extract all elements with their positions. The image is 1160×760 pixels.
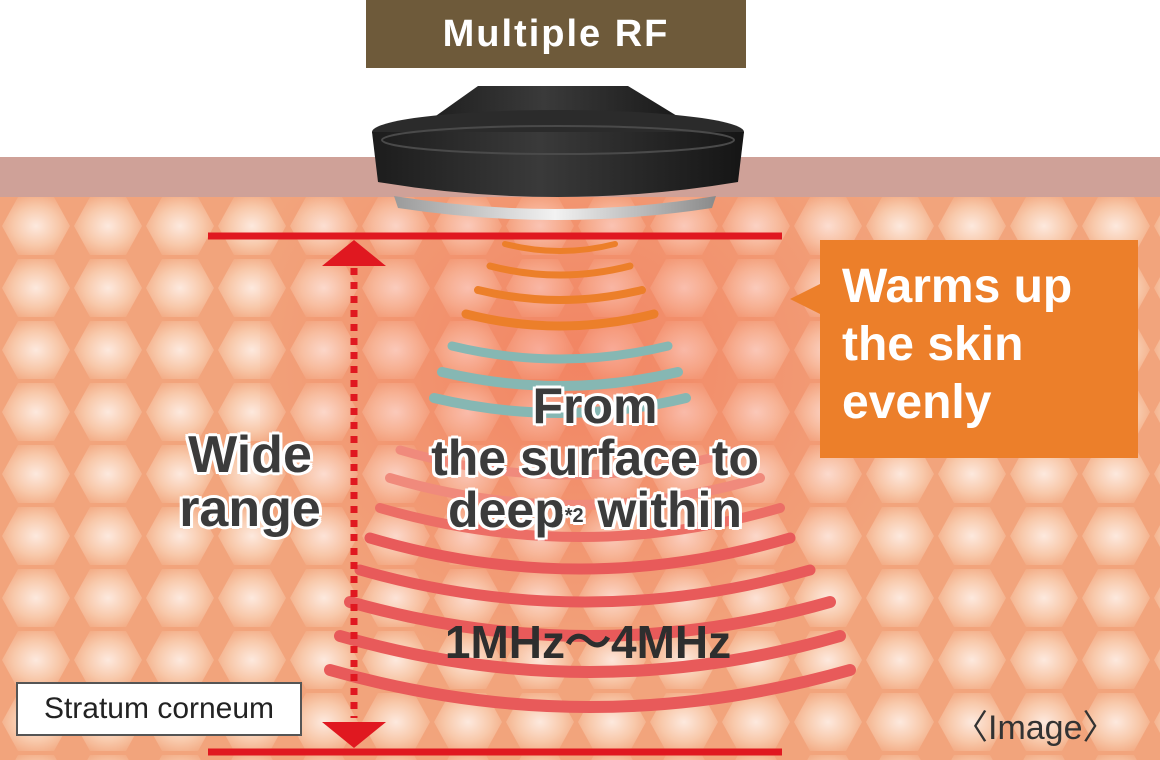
callout-line-2: the skin xyxy=(842,318,1024,371)
callout-line-3: evenly xyxy=(842,376,992,429)
depth-line-1: From xyxy=(532,378,658,434)
image-note: 〈Image〉 xyxy=(954,709,1117,747)
wide-range-line-1: Wide xyxy=(188,426,312,484)
stratum-corneum-label: Stratum corneum xyxy=(16,682,302,736)
callout-pointer xyxy=(790,283,822,315)
depth-rest: within xyxy=(583,482,742,538)
depth-description: From the surface to deep*2 within xyxy=(370,380,820,536)
double-arrow-icon xyxy=(322,240,386,748)
rf-waves-teal xyxy=(429,341,691,418)
rf-waves-red xyxy=(324,445,856,713)
callout-line-1: Warms up xyxy=(842,260,1073,313)
rf-device-head-icon xyxy=(372,86,744,220)
rf-waves-orange xyxy=(461,241,659,331)
title-banner: Multiple RF xyxy=(366,0,746,68)
wide-range-label: Wide range xyxy=(150,428,350,536)
footnote-marker: *2 xyxy=(564,505,584,527)
depth-line-3: deep*2 within xyxy=(370,484,820,536)
depth-line-2: the surface to xyxy=(431,430,759,486)
warms-skin-callout: Warms up the skin evenly xyxy=(820,240,1138,458)
depth-word: deep xyxy=(448,482,565,538)
wide-range-line-2: range xyxy=(179,480,321,538)
frequency-label: 1MHz〜4MHz xyxy=(444,616,732,668)
